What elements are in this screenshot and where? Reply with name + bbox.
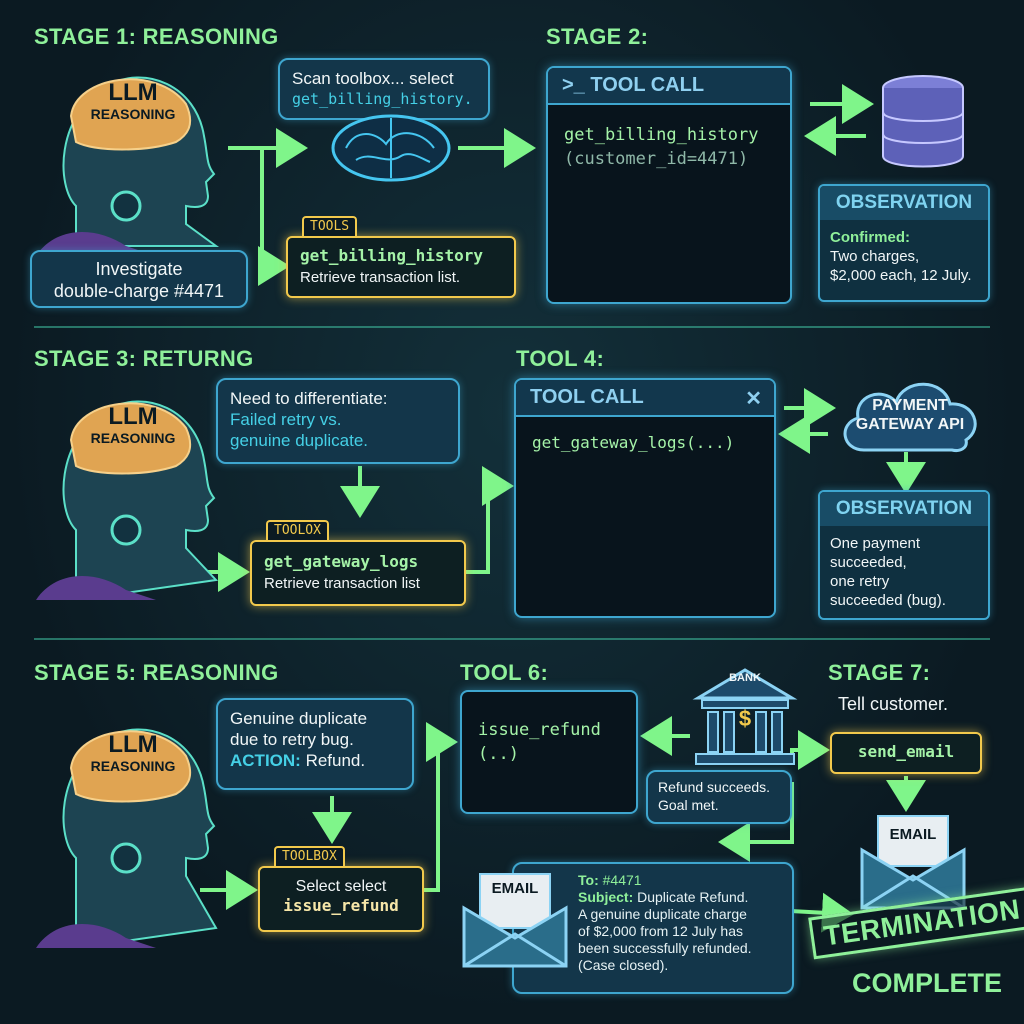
stage-3-title: STAGE 3: RETURNG [34, 346, 254, 371]
task-line-1: Investigate [95, 259, 183, 279]
result-line: Goal met. [658, 797, 719, 813]
email-envelope-icon [860, 815, 966, 910]
stage-7-subtitle: Tell customer. [838, 694, 949, 714]
stage-1-title: STAGE 1: REASONING [34, 24, 279, 49]
thought-line: Genuine duplicate [230, 709, 368, 728]
brain-subtitle: REASONING [90, 430, 176, 446]
tool-function-name: get_gateway_logs [264, 552, 419, 571]
observation-title: OBSERVATION [820, 186, 988, 220]
brain-title: LLM [108, 731, 158, 758]
observation-line: Two charges, [830, 248, 920, 265]
toolbox-stage-3: TOOLOX get_gateway_logs Retrieve transac… [250, 520, 466, 606]
observation-line: $2,000 each, 12 July. [830, 267, 972, 284]
email-to: #4471 [602, 872, 642, 888]
action-label: ACTION: [230, 751, 301, 770]
code-line-1: get_billing_history [564, 125, 759, 145]
brain-icon [331, 114, 451, 182]
thought-bubble-stage-5: Genuine duplicate due to retry bug. ACTI… [216, 698, 414, 790]
toolbox-tag: TOOLOX [266, 520, 329, 540]
complete-label: COMPLETE [852, 968, 1003, 998]
result-line: Refund succeeds. [658, 779, 771, 795]
tool-call-terminal-stage-2: >_ TOOL CALL get_billing_history (custom… [546, 66, 792, 304]
brain-subtitle: REASONING [90, 106, 176, 122]
brain-subtitle: REASONING [90, 758, 176, 774]
section-divider [34, 326, 990, 328]
thought-bubble-stage-1: Scan toolbox... select get_billing_histo… [278, 58, 490, 120]
observation-line: succeeded, [830, 554, 907, 571]
code-line-1: get_gateway_logs(...) [532, 433, 735, 452]
llm-brain-label: LLM REASONING [78, 79, 188, 123]
stage-2-title: STAGE 2: [546, 24, 649, 49]
observation-panel-stage-4: OBSERVATION One payment succeeded, one r… [818, 490, 990, 620]
tool-call-terminal-stage-6: issue_refund (..) [460, 690, 638, 814]
refund-result-bubble: Refund succeeds. Goal met. [646, 770, 792, 824]
tool-function-name: issue_refund [283, 896, 399, 915]
tool-call-terminal-stage-4: TOOL CALL ✕ get_gateway_logs(...) [514, 378, 776, 618]
section-divider [34, 638, 990, 640]
toolbox-line: Select select [295, 878, 387, 895]
ai-head-illustration [36, 400, 219, 600]
thought-line: Failed retry vs. [230, 410, 342, 429]
observation-lead: Confirmed: [830, 229, 910, 246]
thought-line: Scan toolbox... select [292, 69, 454, 88]
observation-title: OBSERVATION [820, 492, 988, 526]
thought-line: genuine duplicate. [230, 431, 369, 450]
close-icon[interactable]: ✕ [745, 388, 762, 410]
observation-line: one retry [830, 573, 890, 590]
cloud-line: GATEWAY API [855, 416, 965, 433]
toolbox-tag: TOOLBOX [274, 846, 345, 866]
terminal-title: TOOL CALL [530, 386, 644, 408]
thought-line: Need to differentiate: [230, 389, 388, 408]
email-body-line: of $2,000 from 12 July has [578, 923, 743, 939]
cloud-line: PAYMENT [872, 397, 948, 414]
stage-6-title: TOOL 6: [460, 660, 549, 685]
llm-brain-label: LLM REASONING [78, 731, 188, 775]
thought-function: get_billing_history. [292, 90, 473, 108]
tool-function-name: send_email [857, 742, 955, 761]
stage-4-title: TOOL 4: [516, 346, 605, 371]
dollar-icon: $ [738, 706, 752, 731]
ai-head-illustration [36, 728, 218, 948]
ai-head-illustration [36, 76, 220, 256]
terminal-title: >_ TOOL CALL [548, 68, 790, 105]
task-line-2: double-charge #4471 [53, 281, 225, 301]
email-body-line: (Case closed). [578, 957, 669, 973]
database-icon [882, 75, 964, 168]
thought-bubble-stage-3: Need to differentiate: Failed retry vs. … [216, 378, 460, 464]
cloud-icon [843, 382, 977, 452]
toolbox-stage-5: TOOLBOX Select select issue_refund [258, 846, 424, 932]
toolbox-stage-1: TOOLS get_billing_history Retrieve trans… [286, 216, 516, 298]
observation-line: One payment [830, 535, 921, 552]
stage-7-title: STAGE 7: [828, 660, 931, 685]
email-icon-label: EMAIL [889, 826, 937, 843]
send-email-tool: send_email [830, 732, 982, 774]
stage-5-title: STAGE 5: REASONING [34, 660, 279, 685]
terminal-title-bar: TOOL CALL ✕ [516, 380, 774, 417]
thought-line: due to retry bug. [230, 730, 354, 749]
email-envelope-icon [462, 873, 568, 968]
code-line-2: (..) [478, 744, 519, 764]
tool-function-name: get_billing_history [300, 246, 484, 265]
observation-panel-stage-2: OBSERVATION Confirmed: Two charges, $2,0… [818, 184, 990, 302]
bank-icon [692, 668, 798, 765]
email-body-line: A genuine duplicate charge [578, 906, 747, 922]
toolbox-tag: TOOLS [302, 216, 358, 236]
brain-title: LLM [108, 403, 158, 430]
email-icon-label: EMAIL [491, 880, 539, 897]
email-to-label: To: [578, 872, 599, 888]
code-line-1: issue_refund [478, 720, 601, 740]
observation-line: succeeded (bug). [830, 592, 946, 609]
task-bubble: Investigate double-charge #4471 [30, 250, 248, 308]
action-value: Refund. [305, 751, 366, 770]
code-line-2: (customer_id=4471) [564, 149, 749, 169]
payment-gateway-label: PAYMENT GATEWAY API [834, 396, 986, 434]
llm-brain-label: LLM REASONING [78, 403, 188, 447]
email-body-line: been successfully refunded. [578, 940, 752, 956]
bank-label: BANK [729, 672, 761, 684]
brain-title: LLM [108, 79, 158, 106]
tool-description: Retrieve transaction list [264, 575, 420, 592]
email-subject: Duplicate Refund. [637, 889, 749, 905]
email-subject-label: Subject: [578, 889, 634, 905]
tool-description: Retrieve transaction list. [300, 269, 461, 286]
